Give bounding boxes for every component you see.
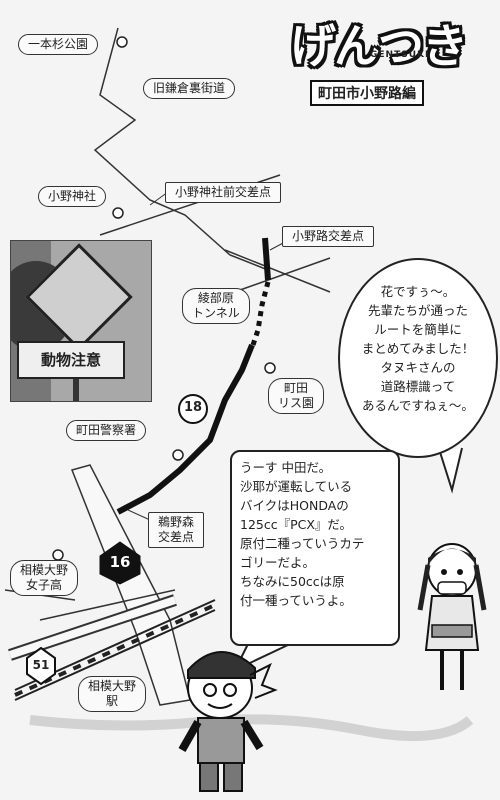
logo-romaji: GENTSUKI xyxy=(370,50,430,60)
leader-unomori xyxy=(127,509,151,521)
sign-plate-text: 動物注意 xyxy=(17,341,125,379)
label-risuen-line2: リス園 xyxy=(278,396,315,410)
route-16-shield-shape xyxy=(99,541,141,585)
label-ono-jinja-mae: 小野神社前交差点 xyxy=(165,182,282,203)
tunnel-segment xyxy=(250,281,271,346)
ichibonsugi-marker xyxy=(116,36,128,48)
right-bubble-tail xyxy=(439,447,463,494)
nakata-line-7: ちなみに50ccは原 xyxy=(240,574,345,589)
label-onoji-kousaten: 小野路交差点 xyxy=(282,226,375,247)
label-ichibonsugi: 一本杉公園 xyxy=(18,34,99,55)
hana-line-4: まとめてみました！ xyxy=(361,341,475,356)
label-ayabehara-line2: トンネル xyxy=(192,306,240,320)
label-joshiko-line2: 女子高 xyxy=(26,578,63,592)
route-segment-north xyxy=(262,237,271,281)
label-station: 相模大野 駅 xyxy=(78,676,147,712)
label-unomori: 鵜野森 交差点 xyxy=(148,512,205,548)
label-station-line2: 駅 xyxy=(106,694,119,708)
label-ayabehara-line1: 綾部原 xyxy=(197,291,234,305)
nakata-line-3: バイクはHONDAの xyxy=(240,498,349,513)
nakata-line-6: ゴリーだよ。 xyxy=(240,555,316,570)
old-kamakura-road xyxy=(93,27,269,271)
label-keisatsu: 町田警察署 xyxy=(66,420,147,441)
route-18-number: 18 xyxy=(183,400,203,415)
cross-road-2 xyxy=(224,249,331,293)
route-51-shield-shape xyxy=(26,646,56,686)
hana-line-3: ルートを簡単に xyxy=(374,322,462,337)
ono-jinja-marker xyxy=(112,207,124,219)
label-joshiko: 相模大野 女子高 xyxy=(10,560,79,596)
logo-subtitle: 町田市小野路編 xyxy=(310,80,424,106)
speech-bubble-hana: 花ですぅ〜。 先輩たちが通った ルートを簡単に まとめてみました！ タヌキさんの… xyxy=(338,258,498,458)
label-joshiko-line1: 相模大野 xyxy=(20,563,69,577)
hana-line-7: あるんですねぇ〜。 xyxy=(362,398,474,413)
label-risuen-line1: 町田 xyxy=(284,381,309,395)
nakata-line-1: うーす 中田だ。 xyxy=(240,460,332,475)
route-51-number: 51 xyxy=(32,658,50,672)
route-16-number: 16 xyxy=(109,553,131,571)
ground-shading xyxy=(29,714,474,742)
label-risuen: 町田 リス園 xyxy=(268,378,325,414)
keisatsu-marker xyxy=(172,449,184,461)
route-segment-south xyxy=(116,343,255,515)
label-unomori-line1: 鵜野森 xyxy=(158,515,195,529)
logo-title: げんつき xyxy=(290,19,468,73)
railway-ties xyxy=(14,603,216,697)
nakata-line-2: 沙耶が運転している xyxy=(240,479,353,494)
route-18-shield-shape xyxy=(178,394,208,424)
title-logo: げんつき GENTSUKI 町田市小野路編 xyxy=(290,10,490,120)
hana-line-2: 先輩たちが通った xyxy=(367,303,468,318)
onoji-cross-road xyxy=(239,257,331,291)
label-kyu-kamakura: 旧鎌倉裏街道 xyxy=(143,78,236,99)
nakata-line-5: 原付二種っていうカテ xyxy=(240,536,365,551)
hana-line-5: タヌキさんの xyxy=(380,360,456,375)
hana-line-6: 道路標識って xyxy=(380,379,456,394)
side-road-south xyxy=(39,589,176,621)
speech-bubble-nakata: うーす 中田だ。 沙耶が運転している バイクはHONDAの 125cc『PCX』… xyxy=(230,450,400,646)
risuen-marker xyxy=(264,362,276,374)
hana-character-icon xyxy=(417,543,487,690)
nakata-line-4: 125cc『PCX』だ。 xyxy=(240,517,353,532)
nakata-line-8: 付一種っていうよ。 xyxy=(240,593,352,608)
animal-sign-photo: 動物注意 xyxy=(10,240,152,402)
label-unomori-line2: 交差点 xyxy=(158,530,195,544)
label-ayabehara: 綾部原 トンネル xyxy=(182,288,250,324)
joshiko-marker xyxy=(52,549,64,561)
label-station-line1: 相模大野 xyxy=(88,679,137,693)
label-ono-jinja: 小野神社 xyxy=(38,186,107,207)
hana-line-1: 花ですぅ〜。 xyxy=(380,284,456,299)
route-51-road-inner xyxy=(8,596,177,659)
nakata-character-icon xyxy=(178,651,278,792)
